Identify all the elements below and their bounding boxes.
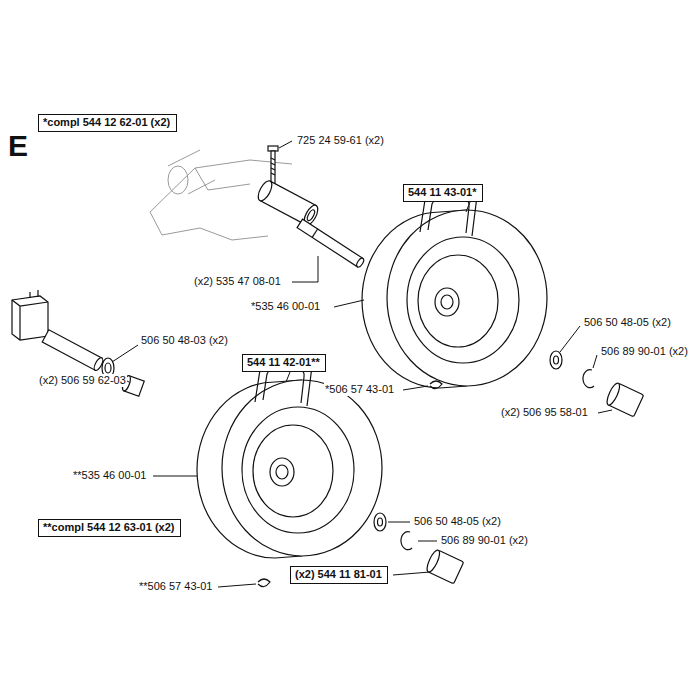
- axle-shaft: [42, 330, 104, 372]
- axle-bracket: [12, 290, 48, 340]
- callout-number: **506 57 43-01: [138, 580, 213, 593]
- wheel: [407, 237, 519, 363]
- axle-bracket: [30, 290, 38, 298]
- wheel: [222, 380, 382, 556]
- axle-bracket: [12, 300, 48, 340]
- callout-number: (x2) 535 47 08-01: [193, 275, 282, 288]
- axle-pin: [355, 257, 365, 268]
- part-number-box: 544 11 43-01*: [403, 184, 483, 202]
- leader-line: [292, 256, 318, 282]
- leader-line: [334, 300, 364, 307]
- bolt: [271, 158, 275, 175]
- part-number-box: **compl 544 12 63-01 (x2): [38, 519, 181, 537]
- leader-line: [388, 522, 410, 523]
- washer: [554, 356, 559, 364]
- leader-line: [466, 202, 470, 212]
- leader-line: [279, 141, 292, 148]
- leader-line: [418, 541, 437, 542]
- leader-line: [218, 584, 256, 587]
- callout-number: *506 57 43-01: [324, 383, 395, 396]
- washer: [374, 513, 386, 531]
- callout-number: (x2) 506 59 62-03: [38, 374, 127, 387]
- axle-tube: [255, 179, 274, 203]
- section-letter: E: [8, 130, 28, 162]
- part-number-box: (x2) 544 11 81-01: [290, 566, 388, 584]
- washer: [374, 513, 386, 531]
- part-number: **compl 544 12 63-01 (x2): [43, 521, 176, 534]
- retaining-clip: [401, 532, 412, 550]
- wheel: [276, 465, 288, 479]
- frame-sketch: [168, 150, 215, 194]
- wheel: [435, 288, 459, 316]
- callout-number: 506 89 90-01 (x2): [440, 534, 529, 547]
- part-number: 544 11 42-01**: [247, 356, 321, 369]
- axle-pin: [297, 219, 363, 267]
- callout-number: 725 24 59-61 (x2): [296, 134, 385, 147]
- washer: [550, 351, 562, 369]
- axle-pin: [312, 229, 317, 237]
- wheel: [253, 425, 333, 517]
- hub-cap: [605, 382, 622, 407]
- leader-line: [112, 141, 612, 587]
- washer: [550, 351, 562, 369]
- retaining-clip: [401, 532, 412, 550]
- hub-cap: [605, 382, 644, 417]
- clip-small: [430, 381, 442, 389]
- wheel: [362, 191, 547, 395]
- leader-line: [598, 410, 612, 413]
- callout-number: 506 50 48-05 (x2): [413, 515, 502, 528]
- part-number: (x2) 544 11 81-01: [295, 568, 383, 581]
- retaining-clip: [583, 370, 594, 388]
- callout-number: 506 50 48-05 (x2): [583, 316, 672, 329]
- leader-line: [403, 386, 428, 390]
- part-number-box: 544 11 42-01**: [242, 354, 326, 372]
- axle-tube: [306, 209, 316, 222]
- washer: [105, 363, 111, 373]
- leader-line: [560, 326, 580, 352]
- wheel: [428, 199, 469, 233]
- wheel: [263, 369, 304, 403]
- wheel: [418, 255, 498, 347]
- axle-tube: [255, 179, 320, 228]
- wheel: [270, 458, 294, 486]
- part-number: *compl 544 12 62-01 (x2): [43, 116, 172, 129]
- clip-small: [430, 381, 442, 389]
- bolt: [268, 146, 278, 151]
- clip-small: [258, 579, 270, 587]
- leader-line: [112, 345, 138, 362]
- axle-shaft: [42, 330, 102, 371]
- axle-bracket: [12, 296, 48, 340]
- frame-sketch: [150, 212, 268, 240]
- part-number-box: *compl 544 12 62-01 (x2): [38, 114, 177, 132]
- wheel: [387, 210, 547, 386]
- wheel: [242, 407, 354, 533]
- leader-line: [393, 572, 430, 575]
- part-number: 544 11 43-01*: [408, 186, 478, 199]
- hub-cap: [425, 549, 442, 574]
- leader-line: [127, 381, 129, 382]
- leader-line: [286, 372, 290, 382]
- leader-line: [153, 476, 197, 477]
- frame-sketch: [168, 166, 188, 194]
- washer: [378, 518, 383, 526]
- bolt: [268, 146, 278, 185]
- clip-small: [258, 579, 270, 587]
- retaining-clip: [583, 370, 594, 388]
- frame-sketch: [195, 168, 250, 190]
- wheel: [441, 295, 453, 309]
- callout-number: 506 50 48-03 (x2): [140, 334, 229, 347]
- callout-number: 506 89 90-01 (x2): [600, 345, 689, 358]
- leader-line: [593, 355, 597, 368]
- callout-number: *535 46 00-01: [250, 300, 321, 313]
- bolt: [271, 151, 275, 185]
- hub-cap: [425, 549, 464, 584]
- callout-number: (x2) 506 95 58-01: [500, 406, 589, 419]
- axle-pin: [297, 219, 365, 268]
- callout-number: **535 46 00-01: [72, 469, 147, 482]
